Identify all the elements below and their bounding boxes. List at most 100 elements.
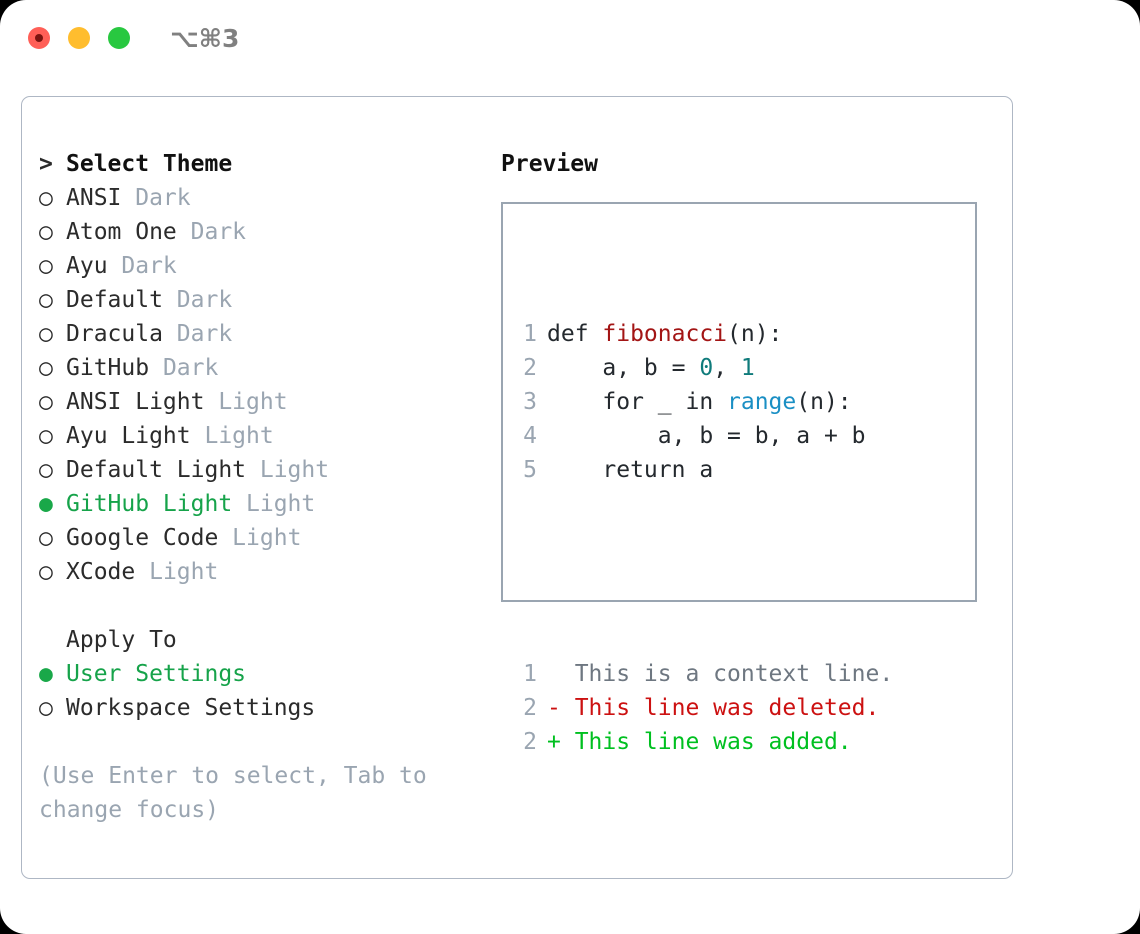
theme-item-label: Ayu <box>66 253 108 279</box>
diff-lines: 1 This is a context line. 2 - This line wa… <box>515 657 893 759</box>
preview-code: 1 def fibonacci (n): 2 a, b = 0, 1 3 for _ i… <box>515 249 893 827</box>
select-theme-heading-label: Select Theme <box>66 151 233 177</box>
theme-item-3[interactable]: ○ Default Dark <box>39 283 479 317</box>
keyboard-shortcut-label: ⌥⌘3 <box>170 24 240 53</box>
theme-variant-tag: Light <box>190 423 274 449</box>
code-line-4: 5 return a <box>515 453 893 487</box>
theme-item-label: XCode <box>66 559 136 585</box>
radio-unselected-icon: ○ <box>39 355 67 381</box>
theme-variant-tag: Light <box>246 457 330 483</box>
apply-to-list: ● User Settings○ Workspace Settings <box>39 657 479 725</box>
theme-variant-tag: Dark <box>162 287 233 313</box>
radio-unselected-icon: ○ <box>39 219 67 245</box>
radio-unselected-icon: ○ <box>39 253 67 279</box>
radio-unselected-icon: ○ <box>39 695 67 721</box>
code-token-num: 0 <box>699 355 714 381</box>
code-line-2: 3 for _ in range(n): <box>515 385 893 419</box>
theme-item-4[interactable]: ○ Dracula Dark <box>39 317 479 351</box>
radio-unselected-icon: ○ <box>39 423 67 449</box>
theme-variant-tag: Light <box>135 559 219 585</box>
theme-item-1[interactable]: ○ Atom One Dark <box>39 215 479 249</box>
line-number: 1 <box>523 321 537 347</box>
theme-selection-column: > Select Theme ○ ANSI Dark○ Atom One Dar… <box>39 147 479 827</box>
theme-item-0[interactable]: ○ ANSI Dark <box>39 181 479 215</box>
apply-to-item-1[interactable]: ○ Workspace Settings <box>39 691 479 725</box>
heading-caret-icon: > <box>39 151 67 177</box>
code-token-del: - This line was deleted. <box>547 695 880 721</box>
preview-heading: Preview <box>501 151 598 177</box>
apply-to-item-0[interactable]: ● User Settings <box>39 657 479 691</box>
diff-line-0: 1 This is a context line. <box>515 657 893 691</box>
theme-item-label: ANSI Light <box>66 389 205 415</box>
code-line-3: 4 a, b = b, a + b <box>515 419 893 453</box>
code-token-call: range <box>727 389 797 415</box>
line-number: 2 <box>523 729 537 755</box>
theme-variant-tag: Dark <box>121 185 191 211</box>
theme-item-label: GitHub Light <box>66 491 233 517</box>
theme-item-label: Dracula <box>66 321 163 347</box>
code-token-plain: a, b = b, a + b <box>547 423 866 449</box>
radio-unselected-icon: ○ <box>39 457 67 483</box>
theme-item-7[interactable]: ○ Ayu Light Light <box>39 419 479 453</box>
theme-item-2[interactable]: ○ Ayu Dark <box>39 249 479 283</box>
select-theme-heading: > Select Theme <box>39 147 479 181</box>
code-token-num: 1 <box>740 355 755 381</box>
diff-line-1: 2 - This line was deleted. <box>515 691 893 725</box>
code-token-plain: return a <box>547 457 714 483</box>
apply-to-item-label: Workspace Settings <box>66 695 316 721</box>
line-number: 4 <box>523 423 537 449</box>
maximize-button[interactable] <box>108 27 130 49</box>
radio-unselected-icon: ○ <box>39 287 67 313</box>
code-token-plain: (n): <box>796 389 852 415</box>
theme-variant-tag: Light <box>204 389 288 415</box>
section-spacer <box>39 589 479 623</box>
apply-to-item-label: User Settings <box>66 661 247 687</box>
theme-variant-tag: Dark <box>107 253 177 279</box>
code-token-plain: def <box>547 321 603 347</box>
line-number: 1 <box>523 661 537 687</box>
code-token-func: fibonacci <box>602 321 728 347</box>
theme-variant-tag: Light <box>218 525 302 551</box>
theme-item-11[interactable]: ○ XCode Light <box>39 555 479 589</box>
theme-variant-tag: Dark <box>176 219 247 245</box>
line-number: 2 <box>523 695 537 721</box>
radio-unselected-icon: ○ <box>39 559 67 585</box>
theme-item-label: Ayu Light <box>66 423 191 449</box>
keyboard-hint-text: (Use Enter to select, Tab to change focu… <box>39 763 441 823</box>
close-button[interactable] <box>28 27 50 49</box>
theme-item-10[interactable]: ○ Google Code Light <box>39 521 479 555</box>
line-number: 3 <box>523 389 537 415</box>
apply-to-heading: Apply To <box>39 623 479 657</box>
theme-variant-tag: Dark <box>162 321 233 347</box>
apply-to-indent <box>39 623 66 657</box>
minimize-button[interactable] <box>68 27 90 49</box>
radio-selected-icon: ● <box>39 491 67 517</box>
radio-unselected-icon: ○ <box>39 389 67 415</box>
diff-line-2: 2 + This line was added. <box>515 725 893 759</box>
apply-to-heading-label: Apply To <box>66 627 177 653</box>
theme-item-label: ANSI <box>66 185 122 211</box>
theme-item-6[interactable]: ○ ANSI Light Light <box>39 385 479 419</box>
theme-variant-tag: Light <box>232 491 316 517</box>
code-diff-gap <box>515 555 893 589</box>
line-number: 2 <box>523 355 537 381</box>
theme-item-5[interactable]: ○ GitHub Dark <box>39 351 479 385</box>
code-token-plain: a, b = <box>547 355 700 381</box>
theme-picker-panel: > Select Theme ○ ANSI Dark○ Atom One Dar… <box>21 96 1013 879</box>
theme-item-label: Default <box>66 287 163 313</box>
theme-item-label: GitHub <box>66 355 150 381</box>
preview-box: 1 def fibonacci (n): 2 a, b = 0, 1 3 for _ i… <box>501 202 977 755</box>
radio-selected-icon: ● <box>39 661 67 687</box>
code-token-plain: , <box>713 355 741 381</box>
radio-unselected-icon: ○ <box>39 321 67 347</box>
code-token-add: + This line was added. <box>547 729 852 755</box>
theme-item-label: Atom One <box>66 219 177 245</box>
preview-column: Preview 1 def fibonacci (n): 2 a, b = 0, 1 3… <box>501 147 991 755</box>
title-bar: ⌥⌘3 <box>0 0 1140 78</box>
code-token-plain: for _ in <box>547 389 728 415</box>
theme-item-9[interactable]: ● GitHub Light Light <box>39 487 479 521</box>
theme-item-8[interactable]: ○ Default Light Light <box>39 453 479 487</box>
radio-unselected-icon: ○ <box>39 185 67 211</box>
